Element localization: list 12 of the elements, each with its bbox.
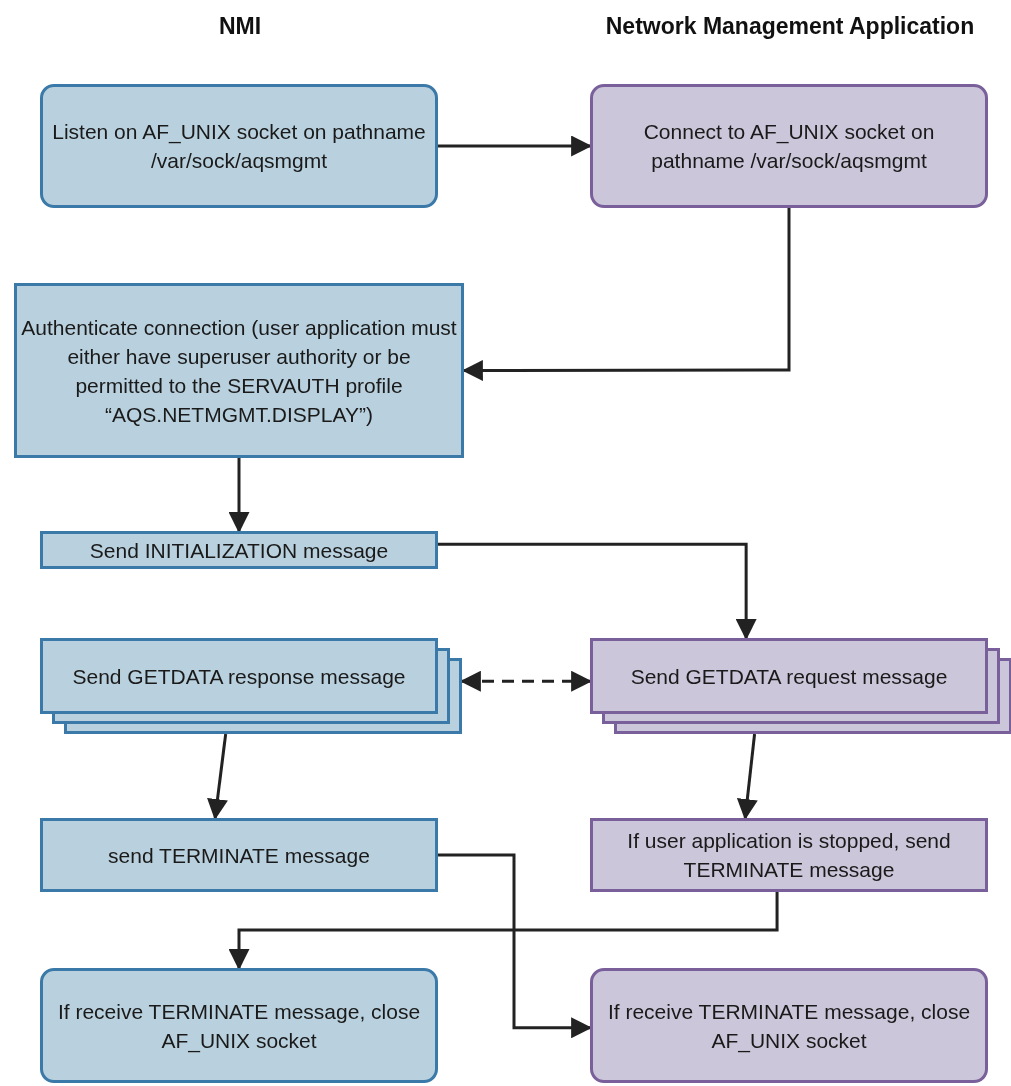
step-text: If receive TERMINATE message, close AF_UNIX socket xyxy=(56,998,422,1055)
step-text: Authenticate connection (user application must either have superuser authority or be permitted to the SERVAUTH profile “AQS.NETMGMT.DISPLAY”) xyxy=(20,314,458,428)
column-heading: Network Management Application xyxy=(604,12,976,41)
step-text: Listen on AF_UNIX socket on pathname /var/sock/aqsmgmt xyxy=(51,119,427,174)
step-text: If receive TERMINATE message, close AF_UNIX socket xyxy=(606,998,972,1055)
step-text: Connect to AF_UNIX socket on pathname /var/sock/aqsmgmt xyxy=(642,119,936,174)
step-text: Send GETDATA request message xyxy=(629,663,949,690)
step-text: Send GETDATA response message xyxy=(71,663,407,690)
step-text: If user application is stopped, send TERMINATE message xyxy=(626,828,952,883)
step-text: send TERMINATE message xyxy=(107,842,371,869)
step-text: Send INITIALIZATION message xyxy=(88,537,390,564)
column-heading: NMI xyxy=(217,12,263,41)
